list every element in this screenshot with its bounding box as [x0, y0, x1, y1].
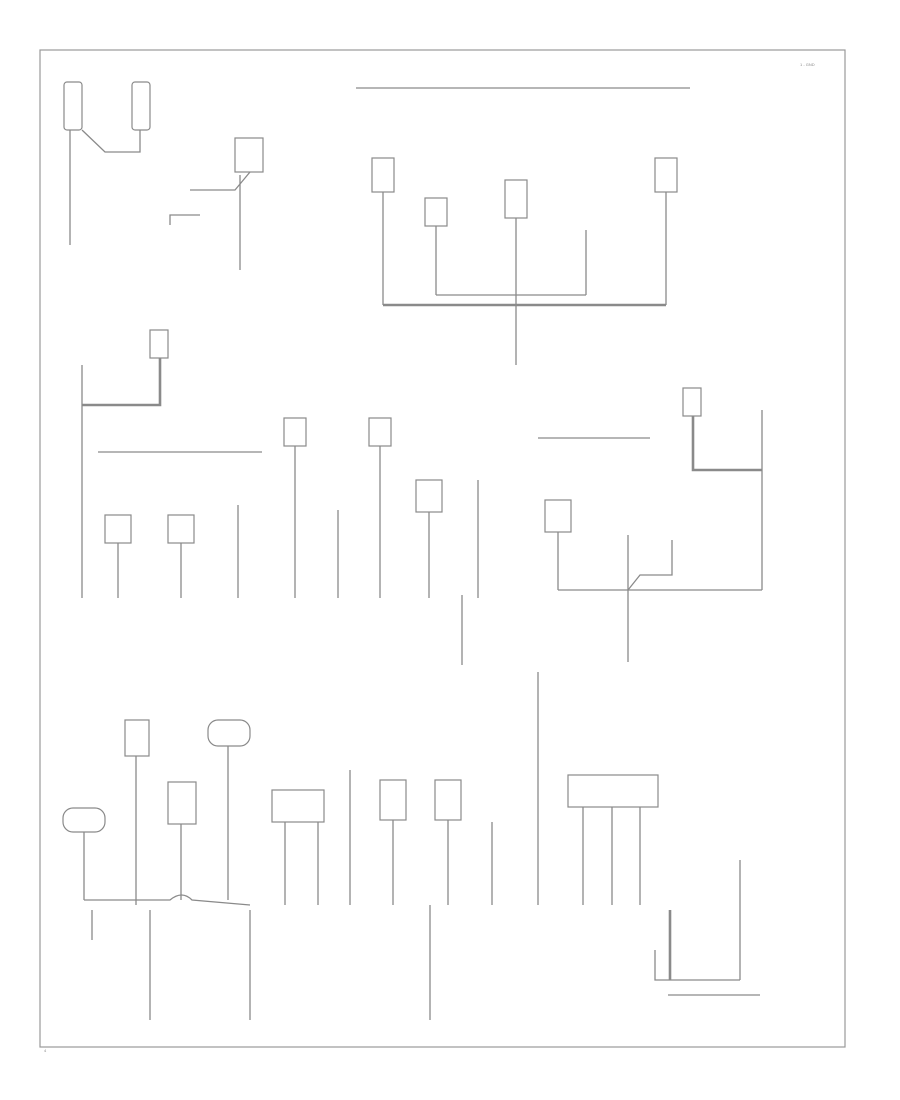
wire-module-b: [169, 214, 200, 225]
component-m1: [283, 417, 307, 447]
bottom-right-group: [567, 774, 760, 996]
component-m3: [368, 417, 392, 447]
connector-a: [149, 329, 169, 359]
component-c4: [379, 779, 407, 821]
component-2: [424, 197, 448, 227]
component-b4: [167, 781, 197, 825]
module-component: [234, 137, 264, 173]
diagram-border: [39, 49, 846, 1048]
footer-number: 4: [44, 1048, 47, 1053]
wire-connector-a: [82, 358, 162, 407]
bus-bottom-left: [84, 894, 251, 906]
component-c5: [434, 779, 462, 821]
component-c1: [271, 789, 325, 823]
component-b1: [124, 719, 150, 757]
middle-left-group: [81, 329, 479, 665]
component-3: [504, 179, 528, 219]
middle-right-group: [538, 387, 763, 662]
component-b2: [207, 719, 251, 747]
wire-module-a: [190, 171, 251, 191]
generator-component: [131, 81, 151, 131]
page-number: 1 - GND: [800, 62, 815, 67]
bottom-center-group: [271, 770, 493, 1020]
battery-component: [63, 81, 83, 131]
engine-ground-cluster: [371, 157, 678, 365]
connector-b: [682, 387, 702, 417]
battery-generator-section: [63, 81, 690, 270]
wire-connector-b: [691, 416, 762, 472]
component-d1: [567, 774, 659, 808]
component-4: [654, 157, 678, 193]
component-m4: [415, 479, 443, 513]
component-l1: [104, 514, 132, 544]
component-1: [371, 157, 395, 193]
bottom-left-group: [62, 719, 251, 1020]
component-r1: [544, 499, 572, 533]
wire-r3: [627, 540, 673, 591]
component-b3: [62, 807, 106, 833]
wire-battery-generator: [81, 129, 141, 153]
component-l2: [167, 514, 195, 544]
bus-bottom-right: [654, 950, 740, 981]
